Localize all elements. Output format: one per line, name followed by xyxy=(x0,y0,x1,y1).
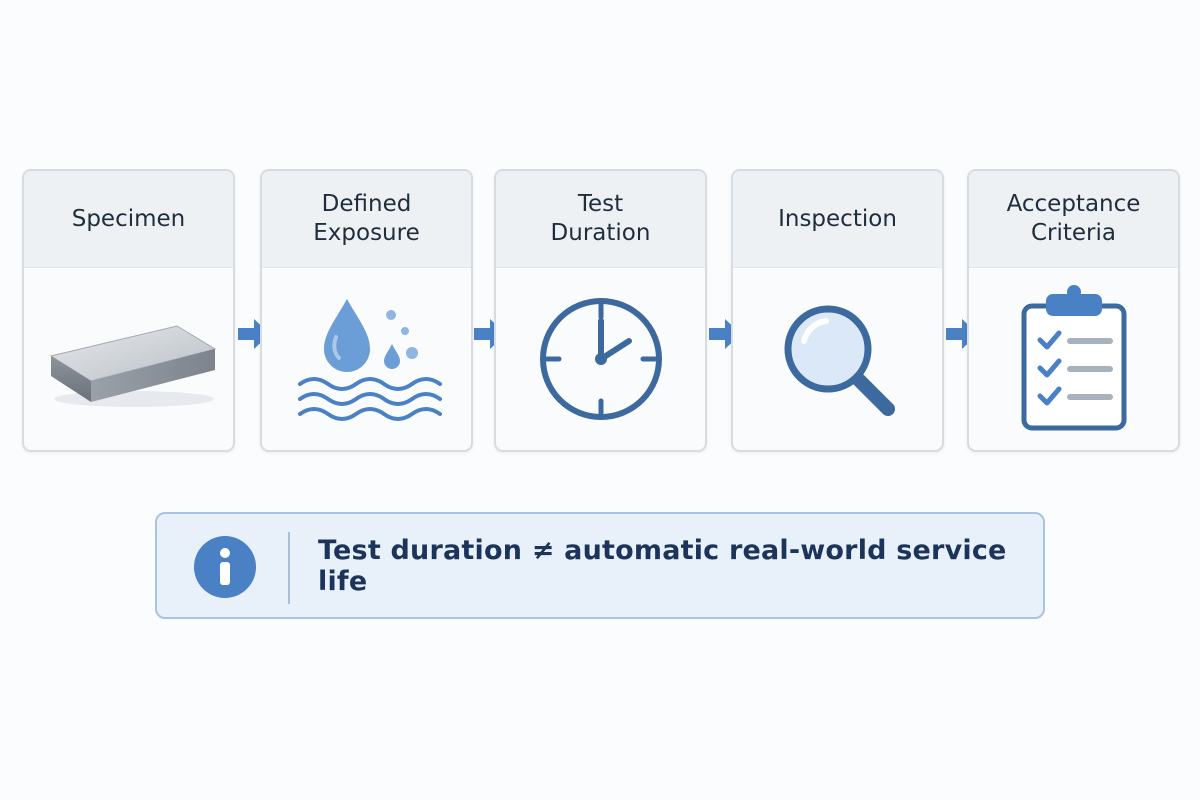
step-card-acceptance-criteria: Acceptance Criteria xyxy=(967,169,1180,452)
step-label: Test Duration xyxy=(496,171,705,268)
step-label: Specimen xyxy=(24,171,233,268)
step-label: Acceptance Criteria xyxy=(969,171,1178,268)
step-card-defined-exposure: Defined Exposure xyxy=(260,169,473,452)
note-divider xyxy=(288,532,290,604)
process-flow: Specimen xyxy=(22,169,1180,452)
info-icon xyxy=(194,536,256,598)
note-banner: Test duration ≠ automatic real-world ser… xyxy=(155,512,1045,619)
water-drop-waves-icon xyxy=(297,299,442,421)
step-label: Inspection xyxy=(733,171,942,268)
step-card-test-duration: Test Duration xyxy=(494,169,707,452)
magnifying-glass-icon xyxy=(784,305,895,416)
step-card-inspection: Inspection xyxy=(731,169,944,452)
step-label: Defined Exposure xyxy=(262,171,471,268)
clock-icon xyxy=(539,298,662,420)
metal-block-icon xyxy=(49,325,216,407)
note-text: Test duration ≠ automatic real-world ser… xyxy=(318,534,1007,597)
checklist-clipboard-icon xyxy=(1021,285,1126,431)
step-card-specimen: Specimen xyxy=(22,169,235,452)
